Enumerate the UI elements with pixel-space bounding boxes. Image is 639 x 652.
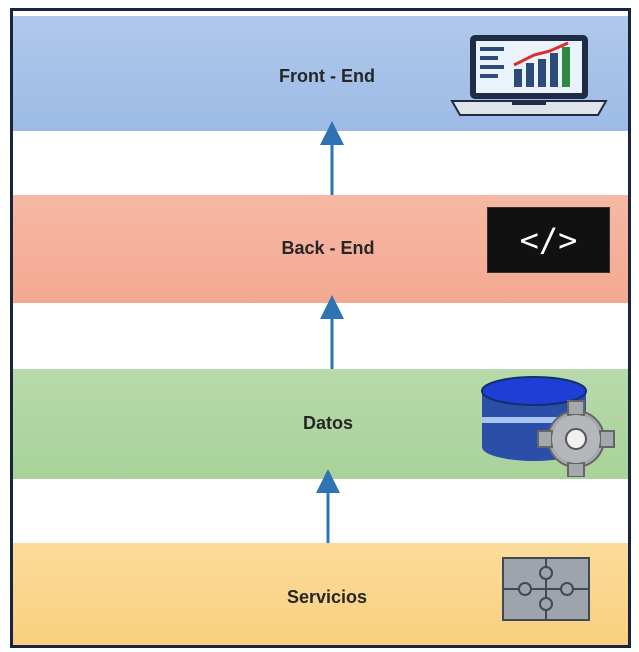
flow-arrows bbox=[316, 121, 344, 543]
code-brackets-text: </> bbox=[519, 221, 578, 259]
code-brackets-icon: </> bbox=[487, 207, 610, 273]
laptop-dashboard-icon bbox=[450, 35, 608, 116]
servicios-label: Servicios bbox=[286, 587, 368, 607]
front-end-label: Front - End bbox=[279, 66, 375, 86]
database-gear-icon bbox=[481, 376, 615, 477]
architecture-diagram-frame: Front - End Back - End Datos Servicios <… bbox=[10, 8, 631, 648]
puzzle-icon bbox=[502, 557, 590, 621]
back-end-label: Back - End bbox=[281, 238, 375, 258]
datos-label: Datos bbox=[302, 413, 353, 433]
